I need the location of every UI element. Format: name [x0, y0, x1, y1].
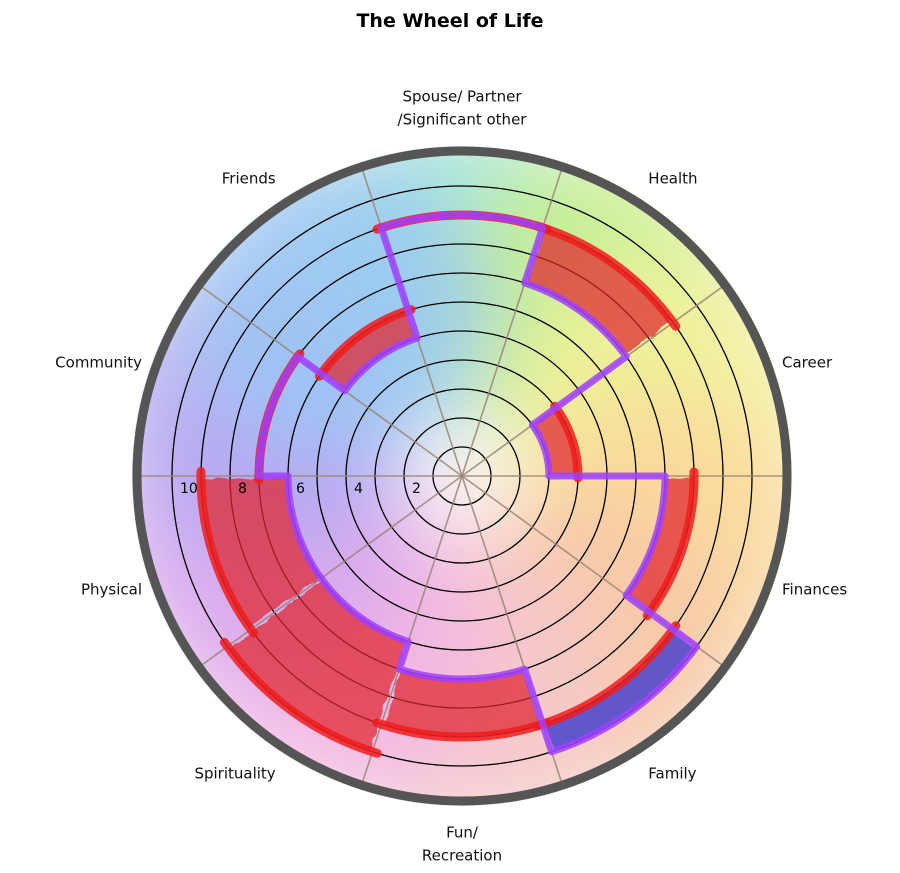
spoke-1 — [461, 170, 562, 477]
category-label-0: Spouse/ Partner/Significant other — [398, 88, 528, 129]
category-label-line: Fun/ — [446, 824, 479, 842]
target-arc-4 — [533, 621, 681, 731]
category-label-8: Community — [55, 353, 142, 371]
category-label-line: Finances — [782, 581, 847, 599]
gap-fill-9 — [322, 311, 416, 390]
category-label-line: Recreation — [422, 847, 502, 865]
category-label-line: Spirituality — [194, 765, 275, 783]
spoke-7 — [201, 475, 463, 666]
tick-label-2: 2 — [412, 481, 421, 497]
category-label-line: Friends — [222, 169, 276, 187]
score-lines — [196, 210, 701, 758]
category-labels: Spouse/ Partner/Significant otherHealthC… — [55, 88, 847, 865]
background-blob-9 — [188, 156, 489, 457]
gap-fill-3 — [627, 478, 694, 611]
category-label-7: Physical — [81, 581, 142, 599]
target-arc-9 — [315, 305, 416, 381]
gap-fill-1 — [526, 228, 672, 355]
category-label-line: Career — [782, 353, 833, 371]
current-outline — [255, 211, 701, 756]
target-arc-1 — [533, 221, 681, 331]
target-arc-7 — [196, 466, 259, 638]
category-label-line: Health — [648, 169, 697, 187]
tick-labels: 10 8 6 4 2 — [180, 481, 421, 497]
category-label-2: Career — [782, 353, 833, 371]
outer-rim — [132, 146, 792, 806]
tick-label-4: 4 — [354, 481, 363, 497]
category-label-4: Family — [648, 765, 696, 783]
target-arc-3 — [642, 467, 699, 621]
gap-fill-4 — [545, 631, 695, 751]
category-label-line: Physical — [81, 581, 142, 599]
target-arc-2 — [550, 401, 583, 483]
tick-label-6: 6 — [296, 481, 305, 497]
target-arc-6 — [219, 637, 382, 758]
category-label-line: /Significant other — [398, 111, 528, 129]
chart-title: The Wheel of Life — [356, 10, 544, 32]
category-label-1: Health — [648, 169, 697, 187]
tick-label-8: 8 — [238, 481, 247, 497]
tick-label-10: 10 — [180, 481, 198, 497]
category-label-line: Spouse/ Partner — [402, 88, 522, 106]
gap-fill-2 — [532, 408, 578, 476]
gap-fill-5 — [384, 669, 540, 738]
category-label-6: Spirituality — [194, 765, 275, 783]
category-label-9: Friends — [222, 169, 276, 187]
target-arc-5 — [372, 718, 552, 742]
category-label-line: Community — [55, 353, 142, 371]
gap-fills — [201, 228, 695, 751]
category-label-line: Family — [648, 765, 696, 783]
category-label-5: Fun/Recreation — [422, 824, 502, 865]
spoke-6 — [362, 475, 463, 782]
category-label-3: Finances — [782, 581, 847, 599]
